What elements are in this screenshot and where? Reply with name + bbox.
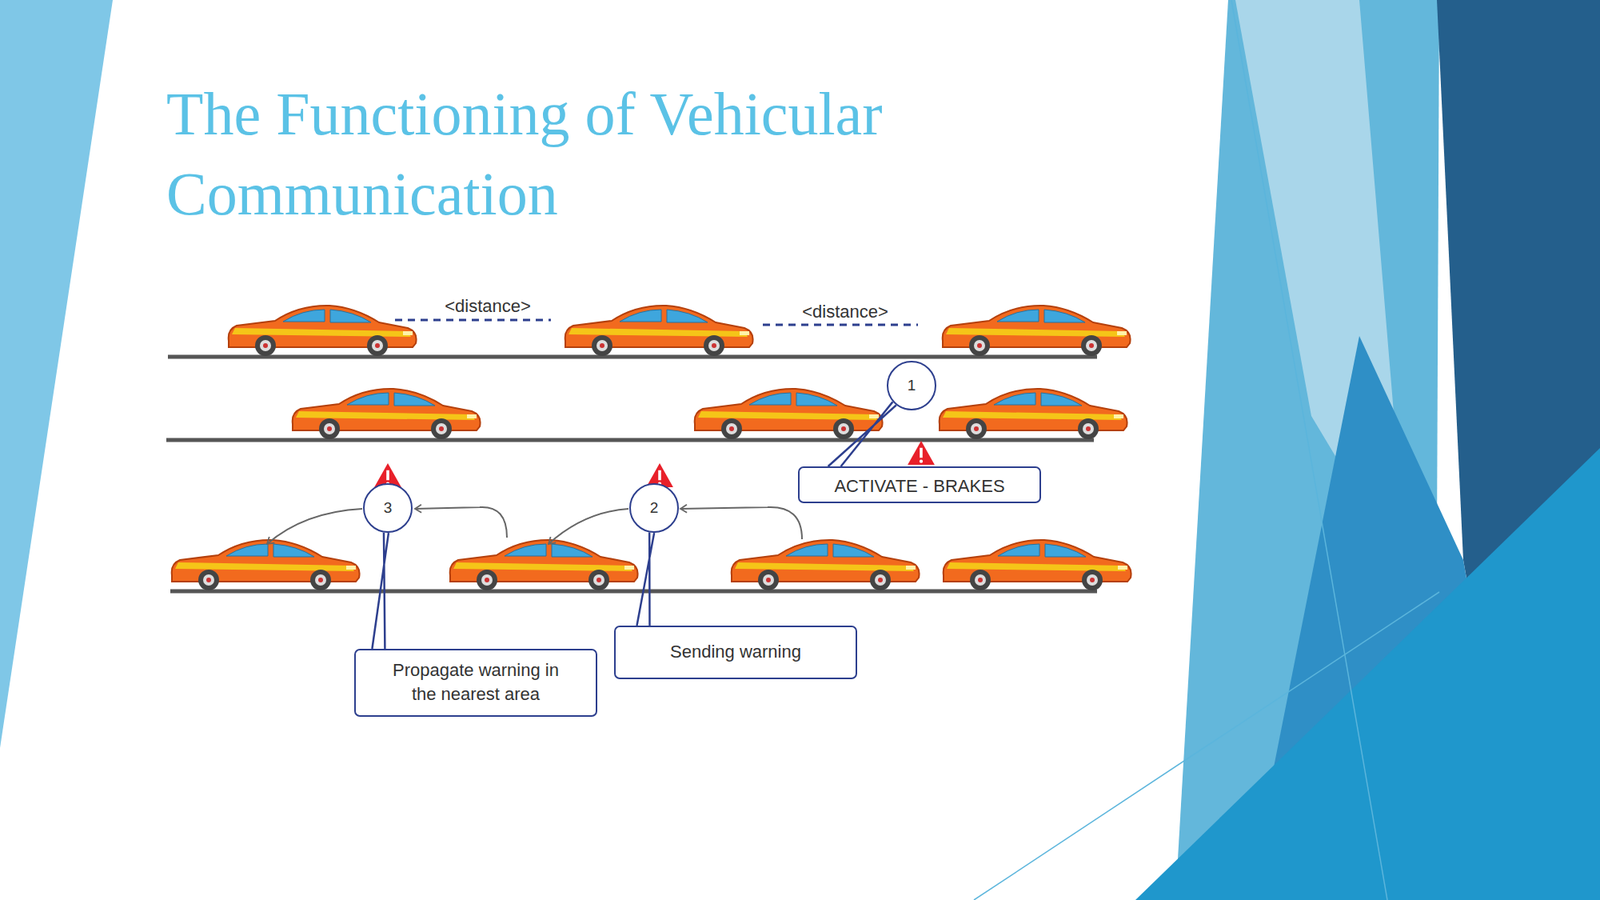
car	[943, 539, 1132, 591]
car	[942, 305, 1131, 356]
callout-circle: 1	[886, 360, 937, 411]
callout-number: 1	[907, 376, 917, 395]
road	[167, 355, 1098, 360]
callout-box: Propagate warning in the nearest area	[354, 648, 598, 717]
car	[565, 305, 754, 356]
signal-arrow	[414, 506, 507, 538]
warning-icon	[907, 440, 935, 465]
distance-label: <distance>	[442, 295, 533, 317]
car	[228, 305, 417, 356]
car	[450, 539, 639, 591]
leader-connector	[636, 532, 655, 626]
car	[694, 388, 883, 439]
callout-text: ACTIVATE - BRAKES	[833, 474, 1005, 499]
distance-line	[395, 319, 551, 322]
distance-line	[762, 323, 918, 327]
callout-number: 3	[383, 498, 393, 517]
callout-circle: 2	[629, 482, 679, 533]
car	[939, 388, 1128, 439]
leader-connector	[828, 401, 897, 467]
signal-arrow	[267, 508, 363, 544]
thin-line	[973, 591, 1440, 900]
thin-line	[1231, 0, 1388, 900]
car	[292, 388, 481, 439]
car	[731, 539, 920, 591]
signal-arrow	[548, 508, 629, 544]
car	[171, 539, 360, 591]
slide-title: The Functioning of Vehicular Communicati…	[166, 73, 1014, 234]
road	[166, 438, 1094, 443]
distance-label: <distance>	[800, 301, 890, 323]
road	[170, 589, 1098, 594]
signal-arrow	[680, 506, 802, 539]
callout-circle: 3	[363, 482, 413, 533]
left-band	[0, 0, 113, 748]
bottom-band	[1135, 447, 1600, 900]
callout-text: Propagate warning in the nearest area	[382, 658, 571, 707]
callout-number: 2	[650, 498, 659, 517]
callout-text: Sending warning	[670, 639, 802, 664]
callout-box: Sending warning	[614, 625, 858, 679]
callout-box: ACTIVATE - BRAKES	[798, 466, 1042, 503]
leader-connector	[371, 532, 389, 649]
